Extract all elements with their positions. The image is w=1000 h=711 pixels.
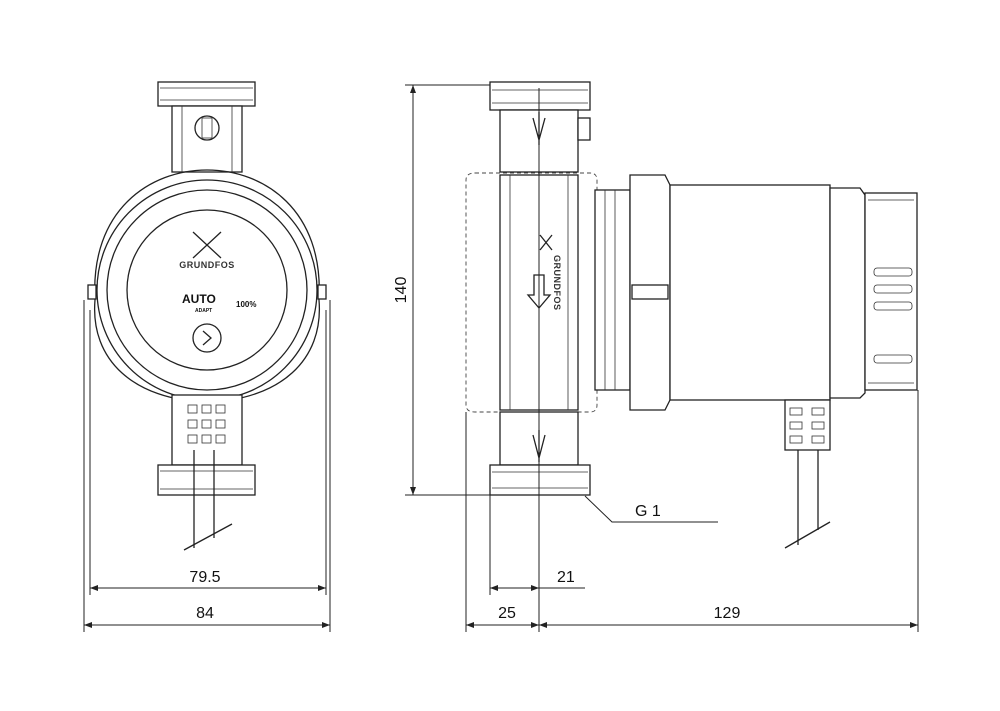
control-button xyxy=(192,323,222,353)
mode-label: AUTO xyxy=(182,292,216,306)
chevron-right-icon xyxy=(202,330,212,346)
terminal-box xyxy=(864,192,918,391)
pump-housing-outline xyxy=(94,169,320,403)
dim-motor-length: 129 xyxy=(714,605,741,622)
front-view: GRUNDFOS AUTO ADAPT 100% xyxy=(87,81,327,551)
control-panel xyxy=(126,209,288,371)
side-grundfos-logo-icon xyxy=(539,234,553,251)
pump-housing-dashed xyxy=(465,172,598,413)
side-dimensions: 140 21 25 129 xyxy=(393,84,919,632)
bottom-union-nut xyxy=(157,464,256,496)
thread-leader-line xyxy=(584,495,718,523)
side-brand-text: GRUNDFOS xyxy=(552,255,562,311)
side-view: GRUNDFOS G 1 xyxy=(465,81,918,549)
side-top-union-nut xyxy=(489,81,591,111)
speed-label: 100% xyxy=(236,300,256,309)
side-cable-gland xyxy=(784,399,831,451)
grundfos-logo-icon xyxy=(192,231,222,259)
dim-port-to-back: 25 xyxy=(498,605,516,622)
motor-can xyxy=(669,184,831,401)
side-bottom-union-nut xyxy=(489,464,591,496)
thread-label: G 1 xyxy=(635,503,661,520)
dim-front-outer-width: 84 xyxy=(196,605,214,622)
mode-sublabel: ADAPT xyxy=(195,308,212,314)
vent-knob xyxy=(194,115,220,141)
front-dimensions: 79.5 84 xyxy=(83,300,331,632)
motor-end xyxy=(829,187,866,399)
dim-front-inner-width: 79.5 xyxy=(189,569,220,586)
dim-port-offset: 21 xyxy=(557,569,575,586)
top-union-nut xyxy=(157,81,256,107)
front-brand-text: GRUNDFOS xyxy=(179,260,235,270)
flow-arrow-icon xyxy=(526,274,552,310)
bottom-fitting xyxy=(171,394,243,466)
dim-height: 140 xyxy=(393,277,410,304)
